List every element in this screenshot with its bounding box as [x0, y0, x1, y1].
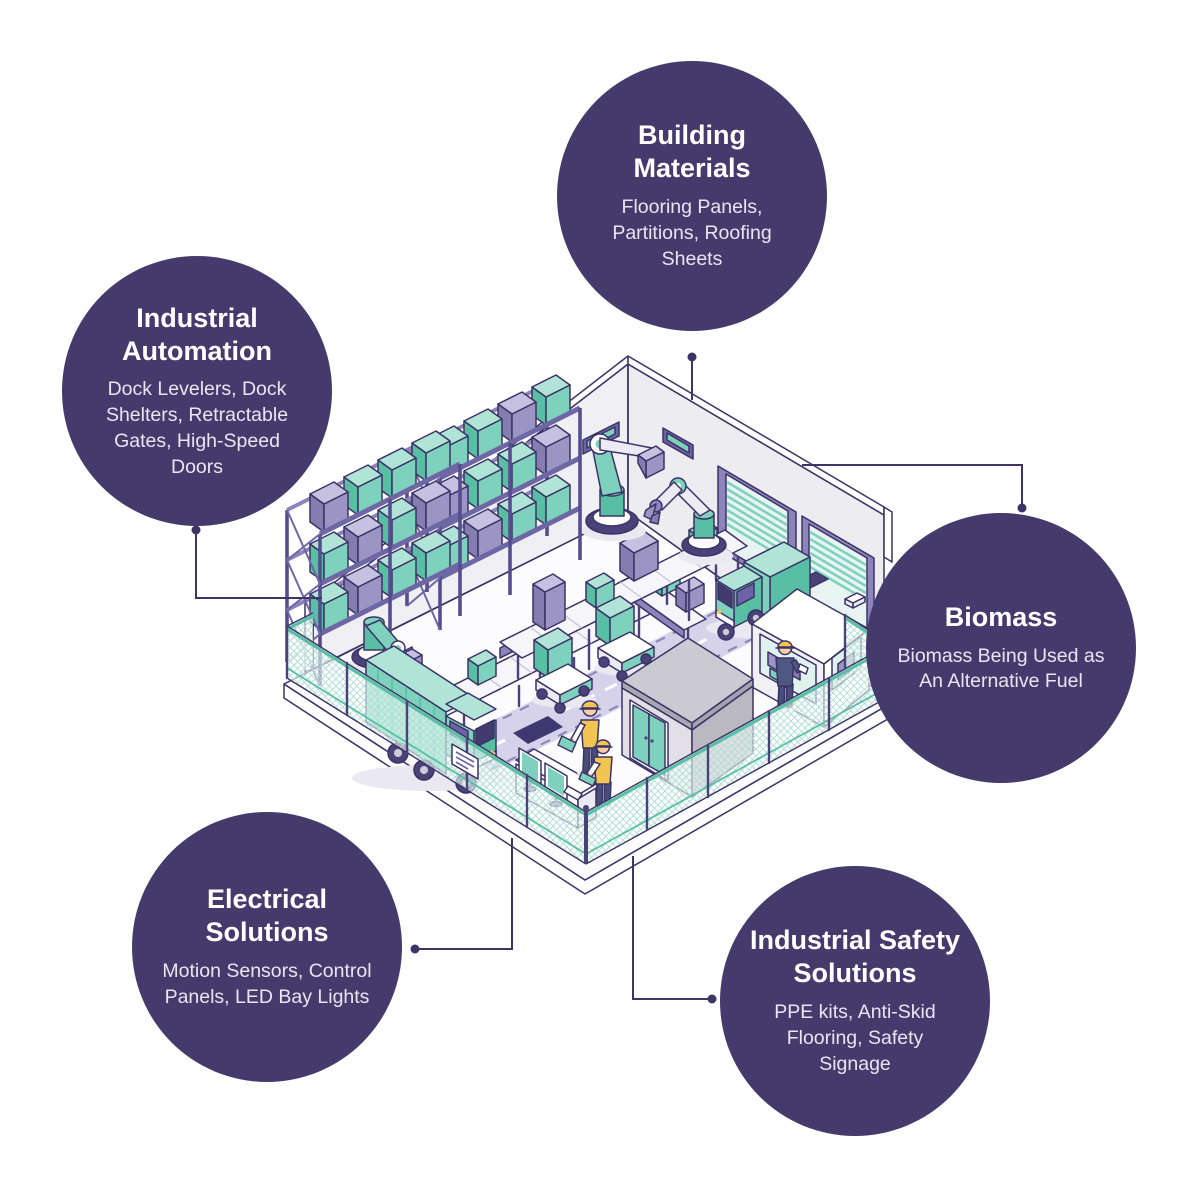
- floor-mat: [513, 716, 563, 744]
- fence-sign: [451, 743, 479, 780]
- connector-electrical-solutions: [410, 838, 513, 954]
- connector-building-materials: [687, 352, 697, 400]
- connector-industrial-safety-solutions: [632, 856, 717, 1004]
- fence-front-left: [285, 624, 588, 865]
- fence-front-right: [584, 642, 892, 865]
- node-title: Industrial Safety Solutions: [749, 925, 961, 989]
- node-bubble-biomass: Biomass Biomass Being Used as An Alterna…: [866, 513, 1136, 783]
- connector-biomass: [802, 464, 1027, 513]
- node-bubble-industrial-automation: Industrial Automation Dock Levelers, Doc…: [62, 256, 332, 526]
- node-description: Dock Levelers, Dock Shelters, Retractabl…: [105, 378, 289, 478]
- node-title: Biomass: [944, 601, 1058, 632]
- node-bubble-industrial-safety-solutions: Industrial Safety Solutions PPE kits, An…: [720, 866, 990, 1136]
- wall-vent-2: [662, 427, 694, 460]
- enclosure-room: [621, 637, 754, 798]
- keyboard: [563, 785, 583, 801]
- enclosure-doors: [629, 699, 669, 782]
- robot-arm-center: [582, 433, 665, 541]
- connector-industrial-automation: [191, 525, 322, 599]
- fence-corner-post: [583, 805, 589, 864]
- node-title: Industrial Automation: [122, 302, 272, 366]
- node-description: Motion Sensors, Control Panels, LED Bay …: [162, 960, 372, 1008]
- agv-cart-2: [532, 627, 596, 714]
- perimeter-fence: [285, 612, 892, 865]
- node-title: Electrical Solutions: [205, 884, 329, 948]
- node-description: Biomass Being Used as An Alternative Fue…: [897, 644, 1105, 693]
- node-bubble-building-materials: Building Materials Flooring Panels, Part…: [557, 61, 827, 331]
- robot-arm-right: [643, 477, 733, 565]
- pallet-box: [844, 592, 866, 609]
- node-description: PPE kits, Anti-Skid Flooring, Safety Sig…: [774, 1001, 936, 1075]
- node-title: Building Materials: [633, 120, 751, 184]
- node-bubble-electrical-solutions: Electrical Solutions Motion Sensors, Con…: [132, 812, 402, 1082]
- node-description: Flooring Panels, Partitions, Roofing She…: [612, 196, 772, 270]
